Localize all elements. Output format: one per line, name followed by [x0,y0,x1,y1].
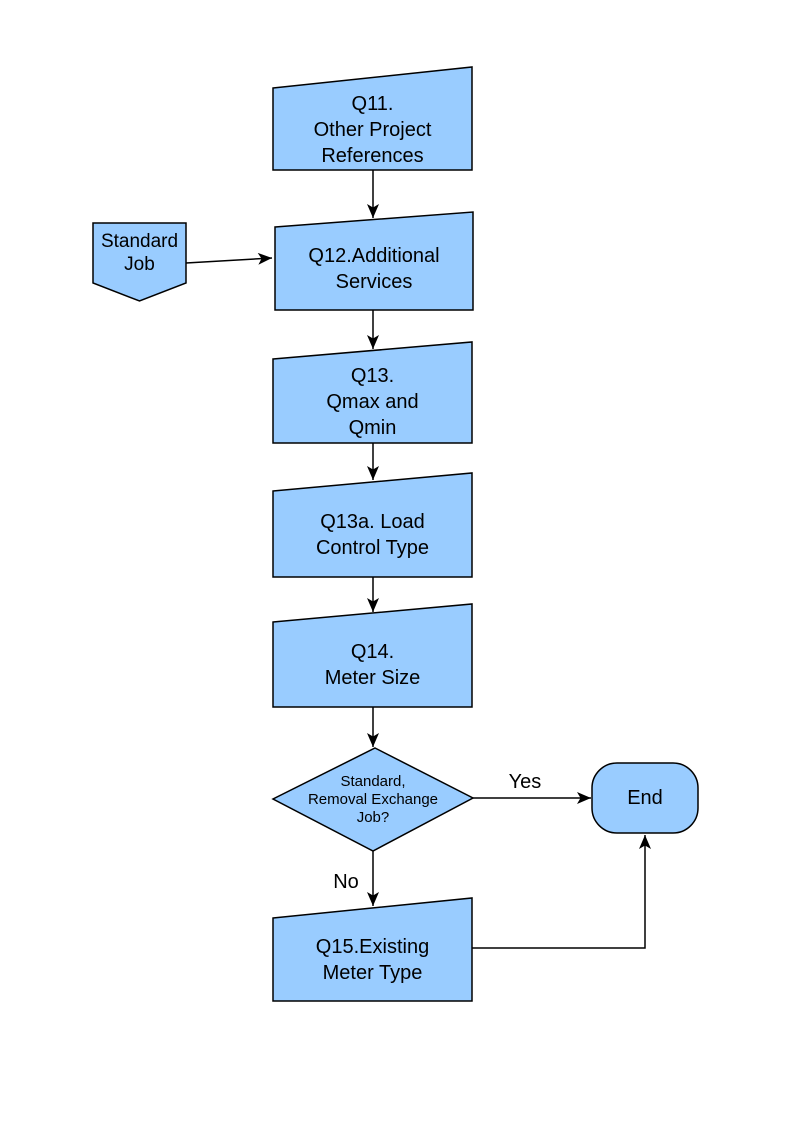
node-q11 [272,66,473,171]
connector-q15-end [472,835,651,949]
node-standard-job [92,222,187,302]
node-end [591,762,699,834]
connector-standardjob-q12 [185,252,273,265]
node-decision [271,747,475,852]
node-q13a [272,472,473,578]
node-q15 [272,897,473,1002]
node-q14 [272,603,473,708]
node-q13 [272,341,473,444]
node-q12 [274,211,474,311]
